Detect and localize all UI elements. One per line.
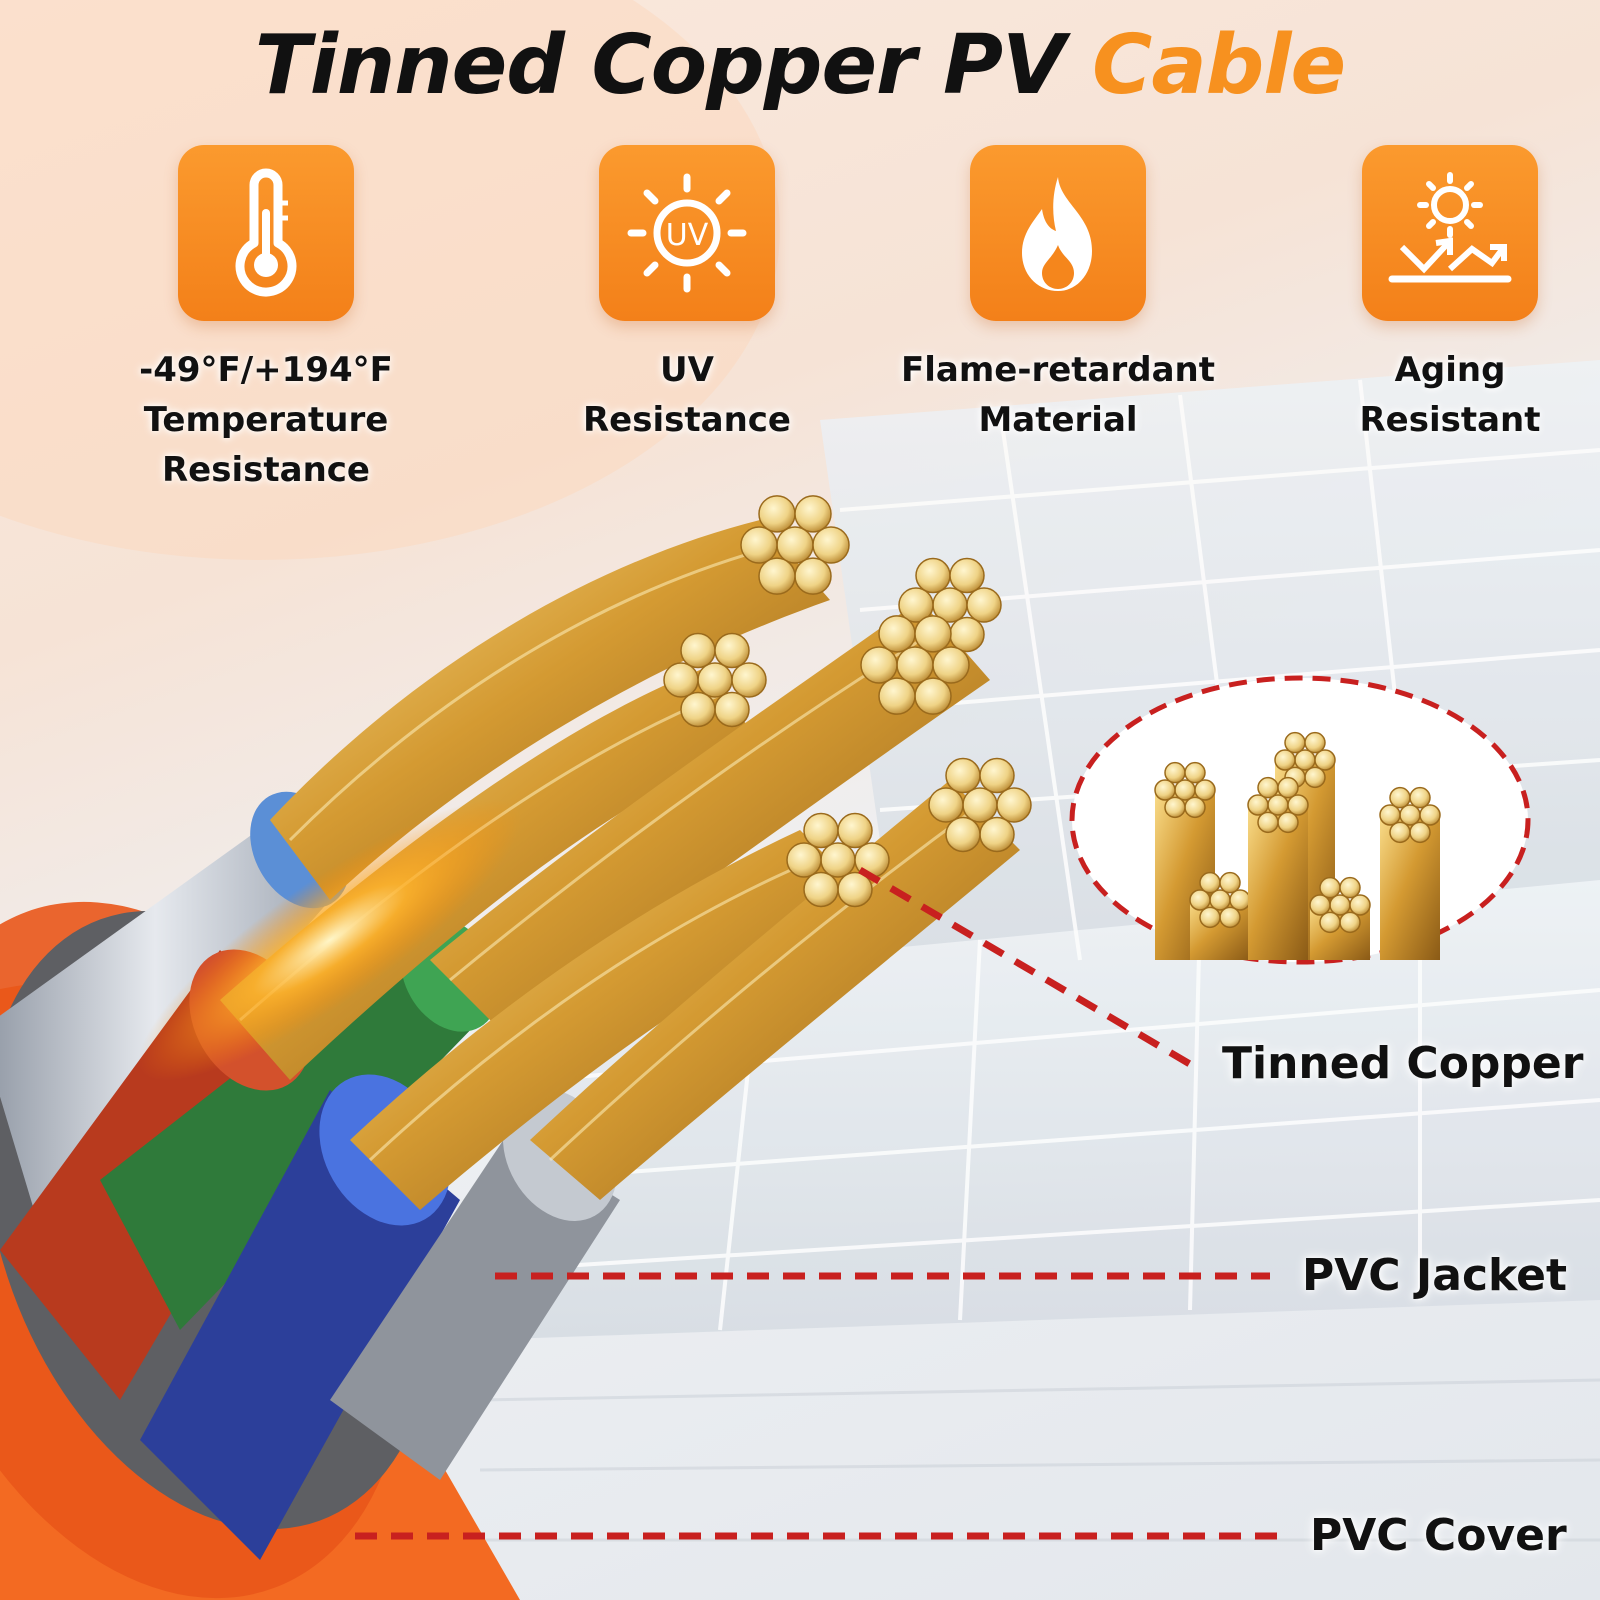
inset-strand-tip bbox=[1189, 871, 1251, 929]
strand-tip bbox=[663, 632, 767, 728]
inset-strand-tip bbox=[1309, 876, 1371, 934]
strand-tip bbox=[786, 812, 890, 908]
sun-aging-icon bbox=[1362, 145, 1538, 321]
feature-line2: Resistance bbox=[583, 400, 791, 440]
flame-icon bbox=[970, 145, 1146, 321]
inset-bundle bbox=[1248, 805, 1308, 960]
light-flare bbox=[138, 799, 522, 1081]
uv-icon-text: UV bbox=[666, 218, 709, 253]
inset-strand-tip bbox=[1379, 786, 1441, 844]
uv-sun-icon: UV bbox=[599, 145, 775, 321]
thermometer-icon bbox=[178, 145, 354, 321]
strand-tip bbox=[928, 757, 1032, 853]
feature-label: UV Resistance bbox=[507, 345, 867, 445]
callout-pvc-cover: PVC Cover bbox=[1310, 1510, 1567, 1561]
feature-label: Aging Resistant bbox=[1270, 345, 1600, 445]
feature-label: -49°F/+194°F Temperature Resistance bbox=[86, 345, 446, 495]
feature-label: Flame-retardant Material bbox=[878, 345, 1238, 445]
strand-tip bbox=[740, 495, 850, 595]
feature-line2: Material bbox=[978, 400, 1138, 440]
leader-lines bbox=[355, 866, 1290, 1540]
feature-uv: UV UV Resistance bbox=[507, 145, 867, 445]
inset-strand-tip bbox=[1247, 776, 1309, 834]
magnified-inset bbox=[1069, 675, 1531, 965]
strand-tip bbox=[860, 615, 970, 715]
copper-strands bbox=[138, 520, 1020, 1210]
feature-line2: Temperature Resistance bbox=[143, 400, 389, 490]
feature-line1: Aging bbox=[1394, 350, 1506, 390]
inset-bundle bbox=[1380, 815, 1440, 960]
background-glow bbox=[0, 0, 780, 560]
callout-pvc-jacket: PVC Jacket bbox=[1302, 1250, 1568, 1301]
feature-line1: UV bbox=[660, 350, 714, 390]
copper-leader bbox=[858, 866, 1202, 1074]
title-main: Tinned Copper PV bbox=[254, 18, 1066, 113]
strand-tips bbox=[663, 495, 1032, 908]
feature-flame: Flame-retardant Material bbox=[878, 145, 1238, 445]
feature-aging: Aging Resistant bbox=[1270, 145, 1600, 445]
title-accent: Cable bbox=[1092, 18, 1346, 113]
feature-line1: Flame-retardant bbox=[901, 350, 1215, 390]
feature-line2: Resistant bbox=[1359, 400, 1541, 440]
page-title: Tinned Copper PV Cable bbox=[0, 18, 1600, 113]
feature-temperature: -49°F/+194°F Temperature Resistance bbox=[86, 145, 446, 495]
feature-line1: -49°F/+194°F bbox=[139, 350, 393, 390]
inset-strand-tip bbox=[1154, 761, 1216, 819]
callout-tinned-copper: Tinned Copper bbox=[1222, 1038, 1584, 1089]
inset-strand-tip bbox=[1274, 731, 1336, 789]
